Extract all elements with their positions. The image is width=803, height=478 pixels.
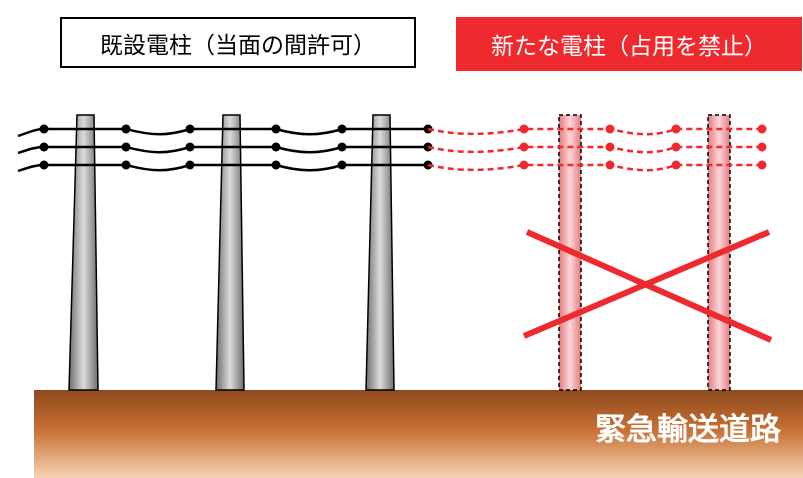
prohibited-cross-icon [522,229,773,343]
new-insulators [519,124,767,170]
existing-wire-top [17,127,428,138]
new-wire-middle [427,145,762,154]
new-wires [427,127,762,172]
existing-wire-bottom [17,163,428,173]
existing-pole [215,114,245,391]
existing-poles-label: 既設電柱（当面の間許可） [60,17,416,68]
existing-poles [68,114,395,391]
existing-wires [17,127,428,173]
existing-pole [68,114,99,391]
existing-wire-middle [17,145,428,155]
emergency-road [34,390,803,478]
new-poles [558,114,731,391]
road-label: 緊急輸送道路 [595,412,781,448]
new-wire-top [427,127,762,136]
new-wire-bottom [427,163,762,172]
new-poles-label: 新たな電柱（占用を禁止） [456,17,802,71]
existing-pole [365,114,395,391]
